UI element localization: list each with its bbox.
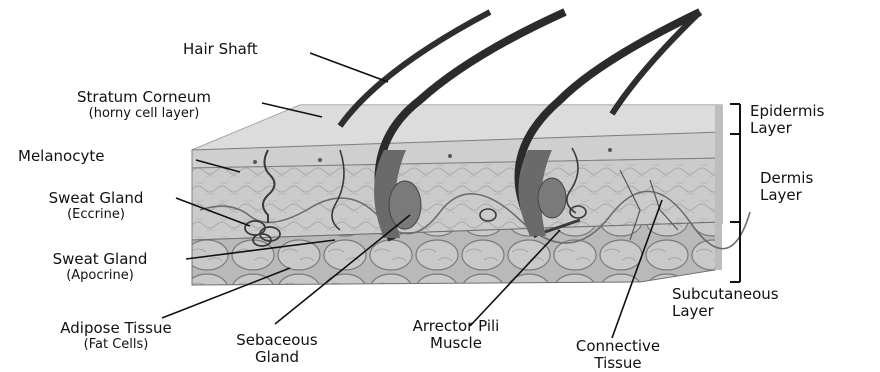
hair-shaft xyxy=(612,12,700,114)
label-subcutaneous-line1: Subcutaneous xyxy=(672,286,779,303)
label-sweat-gland-apocrine-sub: (Apocrine) xyxy=(14,268,186,283)
label-arrector-pili-line2: Muscle xyxy=(384,335,528,352)
label-epidermis-line2: Layer xyxy=(750,120,824,137)
label-sweat-gland-eccrine-sub: (Eccrine) xyxy=(12,207,180,222)
label-epidermis-layer: Epidermis Layer xyxy=(750,103,824,137)
sebaceous-gland xyxy=(389,181,421,229)
label-epidermis-line1: Epidermis xyxy=(750,103,824,120)
label-sweat-gland-apocrine: Sweat Gland (Apocrine) xyxy=(14,251,186,283)
sebaceous-gland xyxy=(538,178,566,218)
label-sebaceous-gland-line1: Sebaceous xyxy=(222,332,332,349)
label-sebaceous-gland: Sebaceous Gland xyxy=(222,332,332,366)
label-sebaceous-gland-line2: Gland xyxy=(222,349,332,366)
label-melanocyte: Melanocyte xyxy=(18,148,104,165)
layer-bracket xyxy=(730,104,740,282)
label-sweat-gland-eccrine-title: Sweat Gland xyxy=(12,190,180,207)
label-connective-tissue-line1: Connective xyxy=(548,338,688,355)
label-dermis-line1: Dermis xyxy=(760,170,813,187)
label-stratum-corneum: Stratum Corneum (horny cell layer) xyxy=(28,89,260,121)
label-arrector-pili: Arrector Pili Muscle xyxy=(384,318,528,352)
label-connective-tissue: Connective Tissue xyxy=(548,338,688,372)
label-sweat-gland-eccrine: Sweat Gland (Eccrine) xyxy=(12,190,180,222)
label-subcutaneous-line2: Layer xyxy=(672,303,779,320)
label-dermis-layer: Dermis Layer xyxy=(760,170,813,204)
label-adipose-tissue: Adipose Tissue (Fat Cells) xyxy=(18,320,214,352)
label-connective-tissue-line2: Tissue xyxy=(548,355,688,372)
label-sweat-gland-apocrine-title: Sweat Gland xyxy=(14,251,186,268)
skin-block-side xyxy=(715,105,722,270)
hair-shaft-pointer xyxy=(310,53,388,82)
label-arrector-pili-line1: Arrector Pili xyxy=(384,318,528,335)
label-subcutaneous-layer: Subcutaneous Layer xyxy=(672,286,779,320)
label-stratum-corneum-title: Stratum Corneum xyxy=(28,89,260,106)
label-adipose-tissue-sub: (Fat Cells) xyxy=(18,337,214,352)
label-adipose-tissue-title: Adipose Tissue xyxy=(18,320,214,337)
label-stratum-corneum-sub: (horny cell layer) xyxy=(28,106,260,121)
label-hair-shaft: Hair Shaft xyxy=(183,41,258,58)
label-dermis-line2: Layer xyxy=(760,187,813,204)
